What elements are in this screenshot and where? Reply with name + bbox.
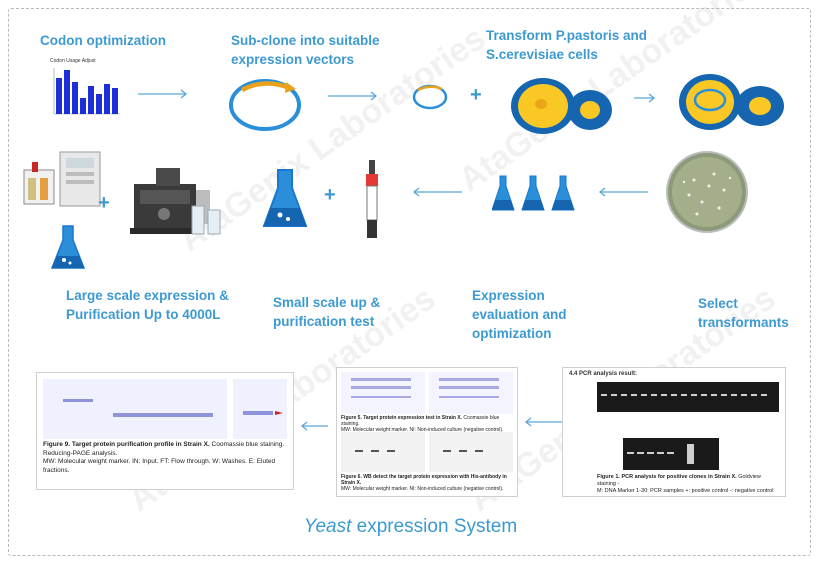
step-eval-line1: Expression [472, 288, 545, 303]
step-subclone-line2: expression vectors [231, 52, 355, 67]
arrow-left-icon [598, 187, 648, 197]
purification-profile-panel: Figure 9. Target protein purification pr… [36, 372, 294, 490]
arrow-right-icon [328, 91, 378, 101]
flasks-set-icon [492, 175, 575, 211]
title-italic: Yeast [303, 516, 352, 537]
title-rest: expression System [351, 516, 518, 537]
mid-caption1-rest: Coomassie blue staining. [341, 415, 500, 427]
plus-icon: + [98, 192, 110, 214]
purification-gel-thumbnail [43, 379, 287, 439]
western-blot-thumbnail [341, 432, 513, 472]
arrow-left-icon [300, 421, 328, 431]
mid-caption1-legend: MW: Molecular weight marker. NI: Non-ind… [341, 427, 504, 433]
step-transform-line1: Transform P.pastoris and [486, 28, 648, 43]
step-large-scale: Large scale expression & Purification Up… [66, 286, 229, 324]
step-codon-optimization: Codon optimization [40, 33, 166, 48]
pcr-legend: M: DNA Marker 1-30: PCR samples +: posit… [597, 488, 774, 494]
mid-caption2-legend: MW: Molecular weight marker. NI: Non-ind… [341, 486, 504, 492]
expression-caption-1: Figure 5. Target protein expression test… [341, 415, 513, 433]
step-transform-line2: S.cerevisiae cells [486, 47, 598, 62]
codon-usage-chart: Codon Usage Adjust [44, 58, 122, 122]
small-plasmid-icon [412, 84, 448, 110]
transformed-yeast-icon [679, 74, 784, 130]
arrow-right-icon [634, 93, 656, 103]
chromatography-column-icon [366, 160, 378, 238]
flask-icon [262, 169, 308, 227]
pcr-caption-rest: Goldview staining - [597, 474, 761, 487]
step-small-line2: purification test [273, 314, 375, 329]
codon-bars [53, 68, 120, 115]
step-large-line2: Purification Up to 4000L [66, 307, 221, 322]
left-legend: MW: Molecular weight marker. IN: Input. … [43, 458, 276, 474]
step-small-scale: Small scale up & purification test [273, 293, 380, 331]
plus-icon: + [470, 84, 482, 106]
pcr-caption-bold: Figure 1. PCR analysis for positive clon… [597, 474, 737, 480]
left-caption-bold: Figure 9. Target protein purification pr… [43, 441, 210, 448]
diagram-frame [8, 8, 811, 556]
pcr-heading: 4.4 PCR analysis result: [569, 371, 638, 377]
flask-icon [50, 225, 86, 269]
yeast-cell-icon [511, 78, 612, 134]
expression-test-panel: Figure 5. Target protein expression test… [336, 367, 518, 497]
step-select-transformants: Select transformants [698, 294, 789, 332]
pcr-result-panel: 4.4 PCR analysis result: Figure 1. PCR a… [562, 367, 786, 497]
step-eval-line2: evaluation and [472, 307, 567, 322]
codon-chart-title: Codon Usage Adjust [50, 58, 96, 64]
glass-bottles-icon [191, 205, 221, 235]
pcr-gel-bottom [623, 438, 719, 470]
mid-caption1-bold: Figure 5. Target protein expression test… [341, 415, 463, 421]
step-subclone-line1: Sub-clone into suitable [231, 33, 380, 48]
fermenter-equipment-icon [23, 151, 101, 207]
pcr-caption: Figure 1. PCR analysis for positive clon… [597, 474, 781, 495]
step-select-line1: Select [698, 296, 738, 311]
step-subclone: Sub-clone into suitable expression vecto… [231, 31, 380, 69]
step-transform: Transform P.pastoris and S.cerevisiae ce… [486, 26, 647, 64]
expression-caption-2: Figure 6. WB detect the target protein e… [341, 474, 513, 492]
arrow-right-icon [138, 89, 188, 99]
arrow-left-icon [412, 187, 462, 197]
mid-caption2-bold: Figure 6. WB detect the target protein e… [341, 474, 507, 486]
petri-dish-colonies-icon [666, 151, 748, 233]
step-large-line1: Large scale expression & [66, 288, 229, 303]
step-expression-evaluation: Expression evaluation and optimization [472, 286, 567, 343]
step-small-line1: Small scale up & [273, 295, 381, 310]
step-eval-line3: optimization [472, 326, 552, 341]
purification-system-icon [130, 168, 210, 234]
arrow-left-icon [524, 417, 562, 427]
left-caption-rest: Coomassie blue staining. [209, 441, 285, 448]
plus-icon: + [324, 184, 336, 206]
diagram-title: Yeast expression System [0, 516, 821, 538]
left-caption-2: Reducing-PAGE analysis. [43, 449, 118, 457]
pcr-gel-top [597, 382, 779, 412]
step-select-line2: transformants [698, 315, 789, 330]
sds-page-gel-thumbnail [341, 372, 513, 414]
purification-caption: Figure 9. Target protein purification pr… [43, 441, 287, 475]
plasmid-vector-icon [229, 79, 301, 131]
